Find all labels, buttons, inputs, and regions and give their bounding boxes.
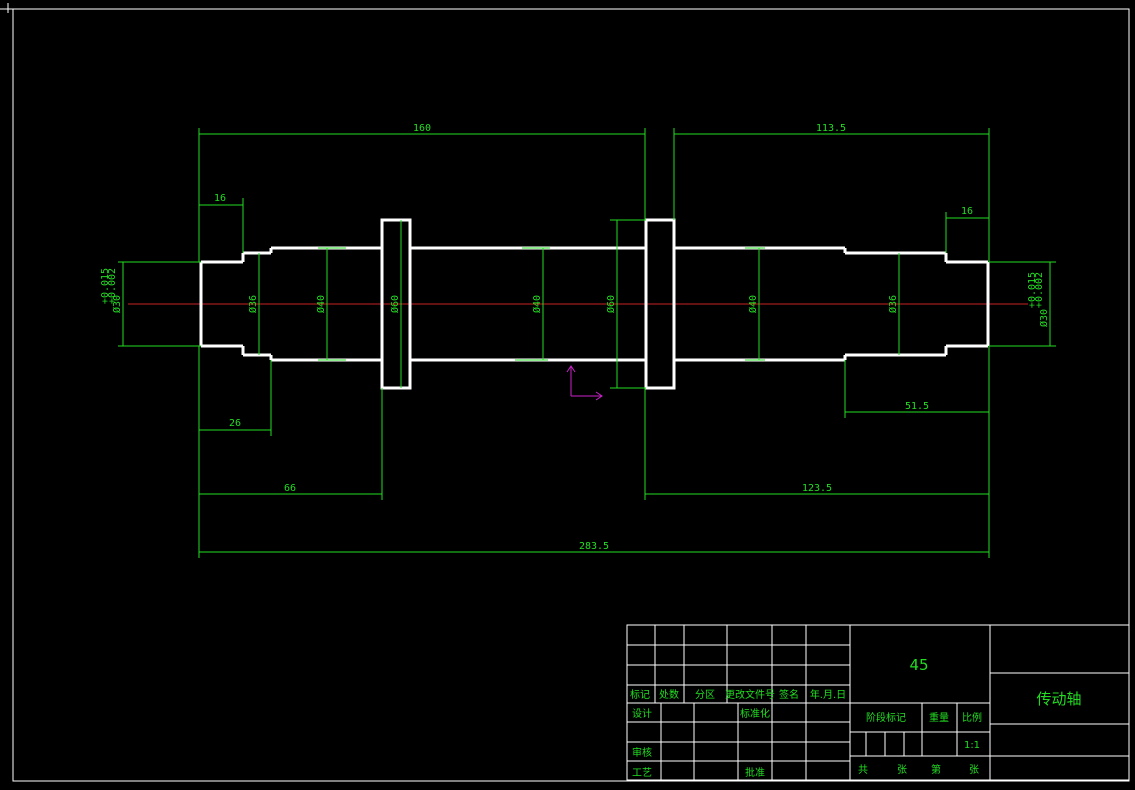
- tb-sheet-unit-label: 张: [969, 764, 979, 776]
- dim-283-5: 283.5: [579, 541, 609, 552]
- dim-160: 160: [413, 123, 431, 134]
- dim-dia-40-left: Ø40: [315, 295, 327, 313]
- tb-total-label: 共: [858, 764, 868, 776]
- tb-scale-value: 1:1: [964, 740, 980, 751]
- tb-sheets-label: 张: [897, 764, 907, 776]
- tb-review-label: 审核: [632, 746, 652, 759]
- dim-66: 66: [284, 483, 296, 494]
- tb-count-label: 处数: [659, 688, 679, 701]
- dim-dia-40-mid: Ø40: [531, 295, 543, 313]
- dim-16-left: 16: [214, 193, 226, 204]
- dim-dia-30-right-tol-lower: +0.002: [1034, 272, 1045, 308]
- tb-material: 45: [909, 656, 928, 674]
- dim-dia-30-left-tol-upper: +0.015: [100, 268, 111, 304]
- tb-zone-label: 分区: [695, 689, 715, 701]
- tb-scale-label: 比例: [962, 711, 982, 724]
- tb-sheet-no-label: 第: [931, 763, 941, 776]
- tb-design-label: 设计: [632, 707, 652, 720]
- dim-26: 26: [229, 418, 241, 429]
- corner-mark: [0, 3, 13, 13]
- dim-dia-30-right-tol-upper: +0.015: [1027, 272, 1038, 308]
- dim-dia-36-right: Ø36: [887, 295, 899, 313]
- dim-dia-36-left: Ø36: [247, 295, 259, 313]
- dim-113-5: 113.5: [816, 123, 846, 134]
- dim-51-5: 51.5: [905, 401, 929, 412]
- tb-weight-label: 重量: [929, 711, 949, 724]
- drawing-border: [12, 8, 1130, 782]
- title-block: [626, 624, 1130, 781]
- tb-part-name: 传动轴: [1036, 690, 1081, 708]
- tb-standardize-label: 标准化: [740, 707, 770, 720]
- tb-process-label: 工艺: [632, 767, 652, 779]
- dim-dia-60-left: Ø60: [389, 295, 401, 313]
- dim-dia-30-right: Ø30: [1038, 309, 1050, 327]
- ucs-icon: [566, 365, 603, 401]
- tb-date-label: 年.月.日: [810, 688, 846, 701]
- dim-dia-60-right: Ø60: [605, 295, 617, 313]
- dim-16-right: 16: [961, 206, 973, 217]
- dim-dia-40-right: Ø40: [747, 295, 759, 313]
- tb-sign-label: 签名: [779, 688, 799, 701]
- dim-dia-30-left: Ø30: [111, 295, 123, 313]
- tb-mark-label: 标记: [630, 689, 650, 701]
- tb-approve-label: 批准: [745, 766, 765, 779]
- tb-docno-label: 更改文件号: [725, 688, 775, 701]
- dimension-lines: [118, 128, 1056, 558]
- dim-123-5: 123.5: [802, 483, 832, 494]
- dim-dia-30-left-tol-lower: +0.002: [107, 268, 118, 304]
- tb-stage-mark-label: 阶段标记: [866, 711, 906, 724]
